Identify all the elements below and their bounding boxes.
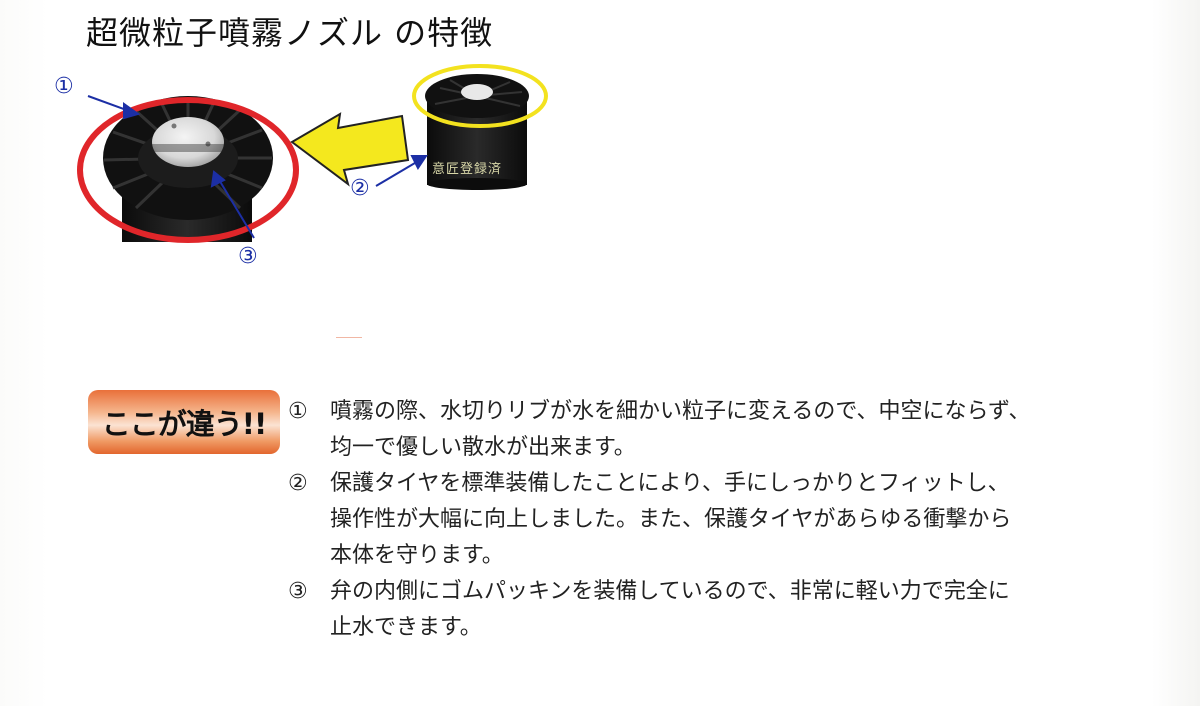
feature-list: ① 噴霧の際、水切りリブが水を細かい粒子に変えるので、中空にならず、 均一で優し…: [288, 394, 1168, 646]
decorative-dash: [336, 337, 362, 338]
arrow-left-icon: [290, 112, 410, 187]
feature-line: 止水できます。: [330, 615, 482, 640]
feature-item-1: ① 噴霧の際、水切りリブが水を細かい粒子に変えるので、中空にならず、 均一で優し…: [288, 394, 1168, 466]
feature-number: ①: [288, 399, 308, 424]
small-highlight-ring: [412, 64, 548, 128]
feature-line: 保護タイヤを標準装備したことにより、手にしっかりとフィットし、: [330, 471, 1010, 496]
feature-line: 噴霧の際、水切りリブが水を細かい粒子に変えるので、中空にならず、: [330, 399, 1031, 424]
feature-item-2: ② 保護タイヤを標準装備したことにより、手にしっかりとフィットし、 操作性が大幅…: [288, 466, 1168, 574]
callout-3-label: ③: [238, 244, 258, 269]
callout-2-label: ②: [350, 176, 370, 201]
callout-2-leader: [375, 159, 421, 187]
feature-line: 弁の内側にゴムパッキンを装備しているので、非常に軽い力で完全に: [330, 579, 1010, 604]
large-highlight-ring: [77, 97, 299, 243]
feature-line: 操作性が大幅に向上しました。また、保護タイヤがあらゆる衝撃から: [330, 507, 1012, 532]
small-nozzle-image: [425, 74, 529, 190]
feature-number: ③: [288, 579, 308, 604]
feature-number: ②: [288, 471, 308, 496]
page-title: 超微粒子噴霧ノズル の特徴: [86, 14, 494, 52]
feature-line: 均一で優しい散水が出来ます。: [330, 435, 636, 460]
nozzle-illustration: [77, 64, 548, 243]
feature-line: 本体を守ります。: [330, 543, 504, 568]
large-nozzle-image: [103, 96, 273, 242]
feature-item-3: ③ 弁の内側にゴムパッキンを装備しているので、非常に軽い力で完全に 止水できます…: [288, 574, 1168, 646]
nozzle-figure: ① ② ③: [40, 60, 600, 290]
callout-3-leader: [217, 177, 255, 239]
design-registration-marking: 意匠登録済: [432, 162, 503, 177]
difference-badge: ここが違う!!: [88, 390, 280, 454]
callout-1-label: ①: [54, 74, 74, 99]
